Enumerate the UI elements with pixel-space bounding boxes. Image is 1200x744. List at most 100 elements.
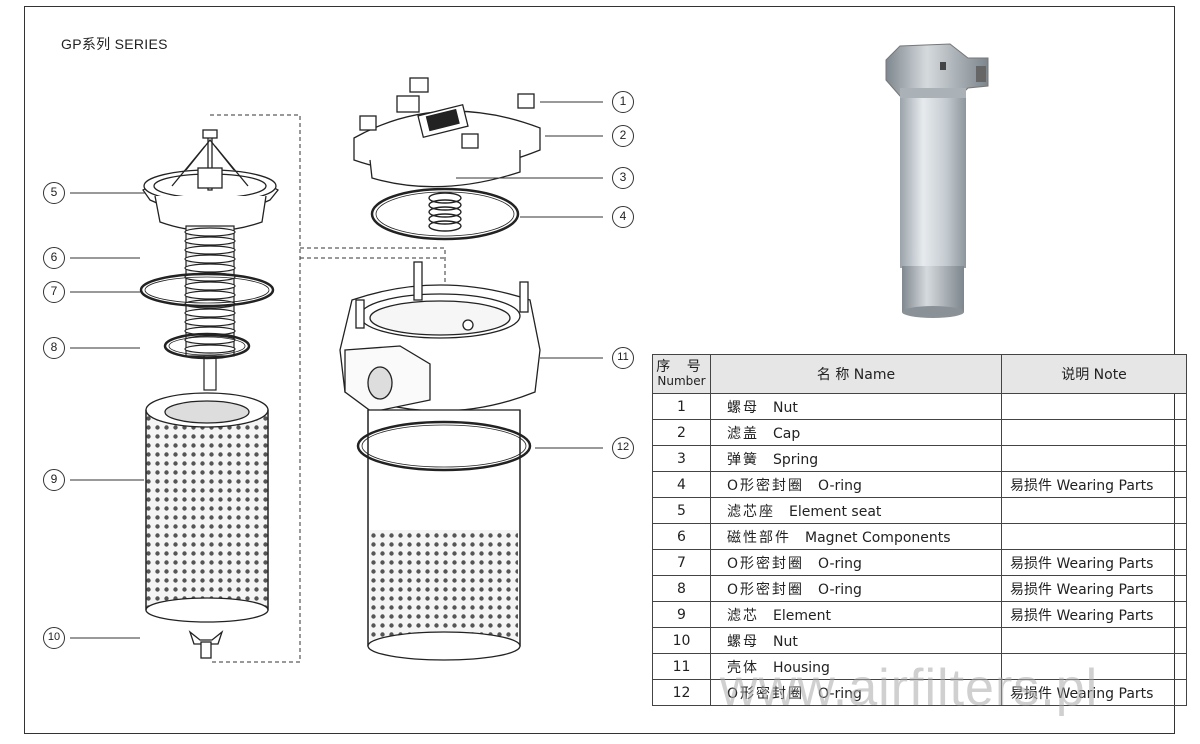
magnet-rib: [184, 308, 236, 318]
callout-6: 6: [43, 247, 65, 269]
row-number: 4: [652, 471, 711, 498]
callout-5: 5: [43, 182, 65, 204]
header-number: 序 号 Number: [652, 354, 711, 394]
row-number: 12: [652, 679, 711, 706]
housing-tube: [367, 409, 521, 661]
magnet-rib: [184, 245, 236, 255]
callout-2: 2: [612, 125, 634, 147]
row-number: 9: [652, 601, 711, 628]
row-name-en: Nut: [773, 633, 798, 650]
row-name-en: O-ring: [818, 477, 862, 494]
row-name: 螺母 Nut: [710, 393, 1002, 420]
magnet-rib: [184, 290, 236, 300]
row-name-zh: O形密封圈: [727, 685, 805, 702]
series-title: GP系列 SERIES: [61, 36, 168, 52]
o-ring-4: [370, 187, 520, 241]
row-name-en: O-ring: [818, 555, 862, 572]
callout-8: 8: [43, 337, 65, 359]
leader-lines: [70, 101, 603, 639]
magnet-rib: [184, 344, 236, 354]
row-name-en: Magnet Components: [805, 529, 951, 546]
row-number: 10: [652, 627, 711, 654]
row-note: [1001, 445, 1187, 472]
row-name-en: Spring: [773, 451, 819, 468]
table-row: 3 弹簧 Spring: [652, 445, 1187, 472]
callout-12: 12: [612, 437, 634, 459]
row-name-en: O-ring: [818, 685, 862, 702]
housing: [339, 261, 541, 413]
row-number: 7: [652, 549, 711, 576]
wing-nut: [188, 630, 224, 659]
row-note: [1001, 497, 1187, 524]
row-name: O形密封圈 O-ring: [710, 575, 1002, 602]
magnet-rib: [184, 263, 236, 273]
o-ring-7: [139, 272, 275, 308]
callout-11: 11: [612, 347, 634, 369]
row-note: [1001, 419, 1187, 446]
row-name-en: Element: [773, 607, 831, 624]
header-number-en: Number: [657, 374, 706, 388]
row-note: [1001, 523, 1187, 550]
magnet-rib: [184, 227, 236, 237]
callout-1: 1: [612, 91, 634, 113]
row-note: [1001, 393, 1187, 420]
row-note: 易损件 Wearing Parts: [1001, 575, 1187, 602]
row-name: 弹簧 Spring: [710, 445, 1002, 472]
row-note: [1001, 627, 1187, 654]
callout-4: 4: [612, 206, 634, 228]
row-name: 滤芯座 Element seat: [710, 497, 1002, 524]
row-name-en: Housing: [773, 659, 830, 676]
row-name-zh: 滤芯: [727, 607, 759, 624]
table-row: 8 O形密封圈 O-ring 易损件 Wearing Parts: [652, 575, 1187, 602]
row-number: 8: [652, 575, 711, 602]
callout-10: 10: [43, 627, 65, 649]
watermark: www.airfilters.pl: [720, 659, 1099, 717]
magnet-rib: [184, 236, 236, 246]
row-name-zh: 螺母: [727, 633, 759, 650]
table-row: 9 滤芯 Element 易损件 Wearing Parts: [652, 601, 1187, 628]
row-note: 易损件 Wearing Parts: [1001, 549, 1187, 576]
o-ring-12: [356, 420, 532, 472]
spring: [428, 192, 462, 232]
row-number: 3: [652, 445, 711, 472]
row-name-en: Element seat: [789, 503, 882, 520]
magnet-rib: [184, 317, 236, 327]
o-ring-8: [163, 332, 251, 360]
row-name-zh: O形密封圈: [727, 581, 805, 598]
magnet-components: [184, 225, 236, 391]
row-number: 11: [652, 653, 711, 680]
element-seat: [142, 129, 279, 232]
magnet-rib: [184, 281, 236, 291]
row-name-en: Nut: [773, 399, 798, 416]
row-name-en: O-ring: [818, 581, 862, 598]
row-number: 1: [652, 393, 711, 420]
row-name: 螺母 Nut: [710, 627, 1002, 654]
row-name-zh: 滤芯座: [727, 503, 775, 520]
row-note: 易损件 Wearing Parts: [1001, 679, 1187, 706]
row-name: O形密封圈 O-ring: [710, 679, 1002, 706]
row-note: 易损件 Wearing Parts: [1001, 601, 1187, 628]
callout-9: 9: [43, 469, 65, 491]
product-photo: [885, 43, 989, 318]
row-name-en: Cap: [773, 425, 801, 442]
row-number: 6: [652, 523, 711, 550]
row-note: 易损件 Wearing Parts: [1001, 471, 1187, 498]
row-name-zh: 弹簧: [727, 451, 759, 468]
row-name-zh: 螺母: [727, 399, 759, 416]
header-name: 名 称 Name: [710, 354, 1002, 394]
table-row: 1 螺母 Nut: [652, 393, 1187, 420]
filter-cap: [353, 77, 541, 188]
magnet-rib: [184, 254, 236, 264]
callout-7: 7: [43, 281, 65, 303]
